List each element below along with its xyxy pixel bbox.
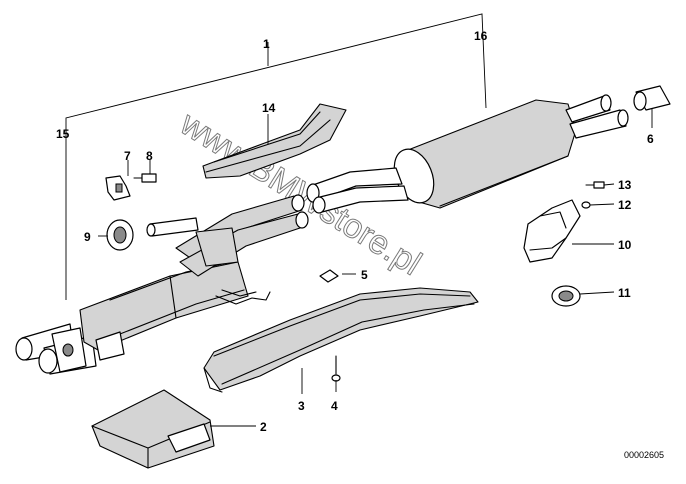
catalytic-converter-front-pipe: [15, 261, 249, 375]
assembly-bracket-lines: [65, 13, 487, 300]
part-label-11: 11: [618, 286, 631, 300]
leader-lines: [98, 108, 653, 427]
rubber-mount: [106, 219, 134, 251]
part-labels: 1 2 3 4 5 6 7 8 9 10 11 12 13 14 15 16: [56, 29, 654, 434]
heat-shield-tray: [91, 389, 215, 469]
part-label-9: 9: [84, 230, 91, 244]
part-label-16: 16: [474, 29, 488, 43]
hanger-lugs: [215, 289, 271, 305]
rear-muffler: [306, 94, 629, 214]
washer: [581, 201, 591, 209]
tail-pipe-trim: [633, 85, 671, 111]
heat-shield-lower: [203, 287, 479, 393]
rear-hanger-bracket: [523, 199, 581, 263]
part-label-1: 1: [263, 37, 270, 51]
part-label-12: 12: [618, 198, 632, 212]
part-label-3: 3: [298, 399, 305, 413]
hanger-bolt: [585, 181, 605, 189]
part-label-8: 8: [146, 149, 153, 163]
part-label-14: 14: [262, 101, 276, 115]
part-label-13: 13: [618, 178, 632, 192]
part-label-15: 15: [56, 127, 70, 141]
clip-nut: [319, 269, 339, 283]
intermediate-pipes: [175, 194, 309, 277]
diagram-code: 00002605: [624, 450, 664, 460]
rubber-hanger-ring: [551, 285, 581, 307]
bolt: [133, 173, 157, 183]
part-label-4: 4: [331, 399, 338, 413]
part-label-5: 5: [361, 268, 368, 282]
part-label-6: 6: [647, 132, 654, 146]
screw: [331, 355, 341, 382]
bracket-clamp: [105, 175, 131, 201]
part-label-10: 10: [618, 238, 632, 252]
part-label-7: 7: [124, 149, 131, 163]
pipe-stub: [146, 217, 199, 237]
part-label-2: 2: [260, 420, 267, 434]
heat-shield-upper: [202, 103, 347, 179]
